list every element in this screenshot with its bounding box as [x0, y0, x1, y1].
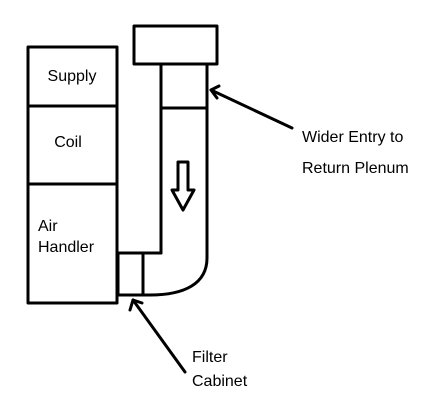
- coil-label: Coil: [54, 134, 82, 151]
- filter-cabinet-label-line2: Cabinet: [192, 373, 248, 390]
- wider-entry-label-line1: Wider Entry to: [302, 129, 403, 146]
- filter-pointer-head: [128, 298, 144, 312]
- wider-entry-pointer-line: [209, 88, 294, 130]
- air-handler-label-line1: Air: [38, 218, 58, 235]
- filter-cabinet-label-line1: Filter: [192, 349, 228, 366]
- duct-outer-wall: [116, 62, 209, 297]
- supply-label: Supply: [48, 68, 97, 85]
- airflow-down-arrow: [170, 160, 196, 212]
- return-plenum-cap: [132, 24, 219, 66]
- air-handler-label-line2: Handler: [38, 239, 95, 256]
- filter-cabinet: [116, 251, 145, 297]
- wider-entry-label-line2: Return Plenum: [302, 160, 409, 177]
- air-handler-cabinet: [26, 45, 119, 305]
- wider-entry-pointer-head: [209, 84, 221, 100]
- filter-pointer-line: [131, 298, 187, 374]
